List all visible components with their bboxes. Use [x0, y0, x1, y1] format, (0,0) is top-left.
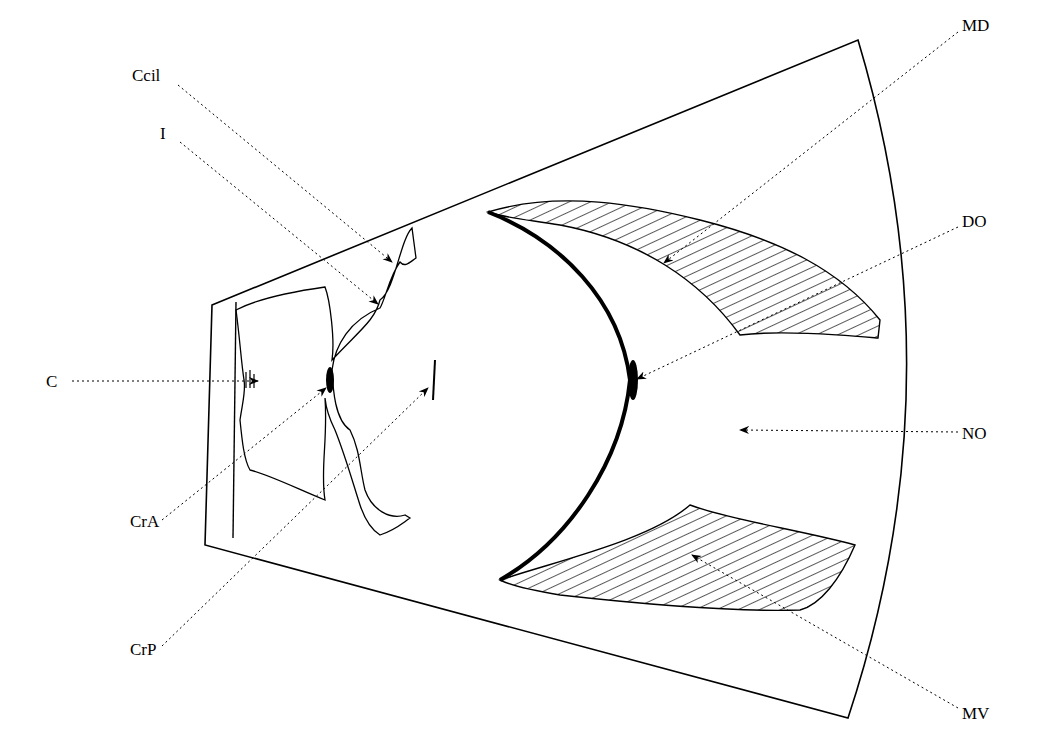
part-label: CrP	[128, 640, 158, 659]
part-label: I	[158, 124, 168, 143]
cornea-line	[233, 302, 236, 538]
part-label: DO	[960, 212, 989, 231]
scan-sector	[205, 40, 907, 718]
cornea-echo	[246, 370, 254, 388]
anterior-lens-capsule	[326, 367, 334, 393]
anterior-segment-outline	[236, 228, 416, 535]
posterior-lens-capsule	[433, 360, 435, 400]
part-label: MD	[960, 16, 991, 35]
optic-disc	[628, 360, 638, 400]
part-label: MV	[960, 704, 991, 723]
part-label: CrA	[128, 512, 161, 531]
part-label: C	[44, 372, 59, 391]
posterior-wall	[488, 212, 630, 580]
ventral-muscle	[500, 505, 855, 610]
part-label: NO	[960, 424, 989, 443]
leader-lines	[72, 32, 958, 708]
dorsal-muscle	[488, 201, 880, 338]
part-label: Ccil	[130, 66, 162, 85]
